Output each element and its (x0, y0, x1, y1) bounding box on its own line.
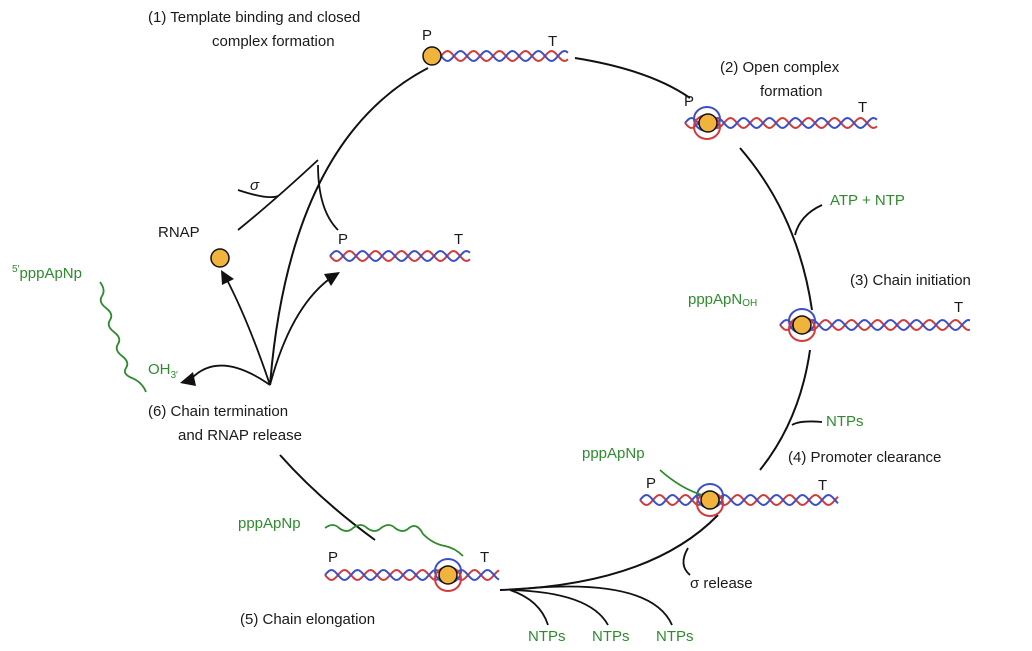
arc-step1-to-step2 (574, 57, 691, 99)
released-rna-name: pppApNp (19, 265, 82, 282)
arc-step5-to-step6 (279, 454, 376, 541)
dna-strand-blue (427, 49, 569, 63)
step4-label: (4) Promoter clearance (788, 449, 941, 466)
rna-step4 (659, 469, 703, 496)
ppp-oh-main: pppApN (688, 291, 742, 308)
dna-free-template (329, 249, 471, 263)
atp-ntp-label: ATP + NTP (830, 192, 905, 209)
promoter-label: P (422, 27, 432, 44)
ntps-label-b: NTPs (592, 628, 630, 645)
dna-strand-red (639, 493, 839, 507)
dna-strand-blue (324, 568, 500, 582)
arc-step2-to-step3 (739, 147, 813, 311)
terminator-label: T (858, 99, 867, 116)
ppp-apnp-label-released: 5′pppApNp (12, 264, 82, 282)
sigma-release-label: σ release (690, 575, 753, 592)
step1-label-line1: (1) Template binding and closed (148, 9, 360, 26)
dna-strand-red (324, 568, 500, 582)
rna-step5 (324, 524, 464, 557)
sigma-label: σ (250, 177, 260, 194)
arc-step3-to-step4 (759, 349, 811, 471)
ppp-oh-label: pppApNOH (688, 291, 757, 309)
terminator-label: T (480, 549, 489, 566)
ntps-label-a: NTPs (528, 628, 566, 645)
rnap-icon (698, 113, 718, 133)
step6-label-line2: and RNAP release (178, 427, 302, 444)
release-arrow-dna (269, 279, 329, 386)
arrowhead-rna (180, 372, 196, 386)
step3-label: (3) Chain initiation (850, 272, 971, 289)
arc-step6-to-step1 (269, 67, 429, 386)
promoter-label: P (684, 93, 694, 110)
ntps-join-line-c (509, 585, 673, 626)
rnap-join-line (237, 159, 319, 231)
ntps-join-line-a (509, 589, 549, 626)
step1-label-line2: complex formation (212, 33, 335, 50)
sigma-join-line (237, 189, 279, 199)
ppp-oh-sub: OH (742, 298, 757, 309)
dna-chain-elongation (324, 558, 500, 592)
ntps-label-c: NTPs (656, 628, 694, 645)
dna-closed-complex (427, 49, 569, 63)
step6-label-line1: (6) Chain termination (148, 403, 288, 420)
three-prime-label: 3′ (171, 370, 179, 381)
rna-transcripts (99, 281, 703, 557)
dna-promoter-clearance (639, 483, 839, 517)
oh-label: OH (148, 361, 171, 378)
rnap-circles (210, 46, 812, 585)
rnap-icon (422, 46, 442, 66)
atp-ntp-join-line (794, 204, 823, 236)
rna-released (99, 281, 147, 393)
rnap-free-icon (210, 248, 230, 268)
dna-chain-initiation (779, 308, 971, 342)
terminator-label: T (954, 299, 963, 316)
ntps-join-line-4 (791, 420, 823, 426)
branch-lines (180, 159, 823, 626)
ntps-join-line-b (509, 589, 609, 626)
step5-label: (5) Chain elongation (240, 611, 375, 628)
terminator-label: T (454, 231, 463, 248)
released-rna-3prime: OH3′ (148, 361, 178, 381)
rnap-icon (438, 565, 458, 585)
five-prime-label: 5′ (12, 264, 20, 275)
rnap-icon (792, 315, 812, 335)
step2-label-line1: (2) Open complex (720, 59, 840, 76)
dna-join-line (317, 164, 339, 231)
step2-label-line2: formation (760, 83, 823, 100)
ppp-apnp-label-step5: pppApNp (238, 515, 301, 532)
promoter-label: P (646, 475, 656, 492)
ntps-label-step4: NTPs (826, 413, 864, 430)
ppp-apnp-label-step4: pppApNp (582, 445, 645, 462)
terminator-label: T (818, 477, 827, 494)
rnap-label: RNAP (158, 224, 200, 241)
terminator-label: T (548, 33, 557, 50)
promoter-label: P (328, 549, 338, 566)
cycle-arcs (269, 57, 813, 591)
release-arrow-rna (191, 364, 271, 386)
promoter-label: P (338, 231, 348, 248)
arrowhead-dna (324, 272, 340, 286)
rnap-icon (700, 490, 720, 510)
arrowhead-rnap (221, 270, 234, 285)
release-arrow-rnap (225, 277, 271, 386)
dna-strand-blue (639, 493, 839, 507)
dna-strand-blue (329, 249, 471, 263)
sigma-release-line (682, 547, 691, 576)
